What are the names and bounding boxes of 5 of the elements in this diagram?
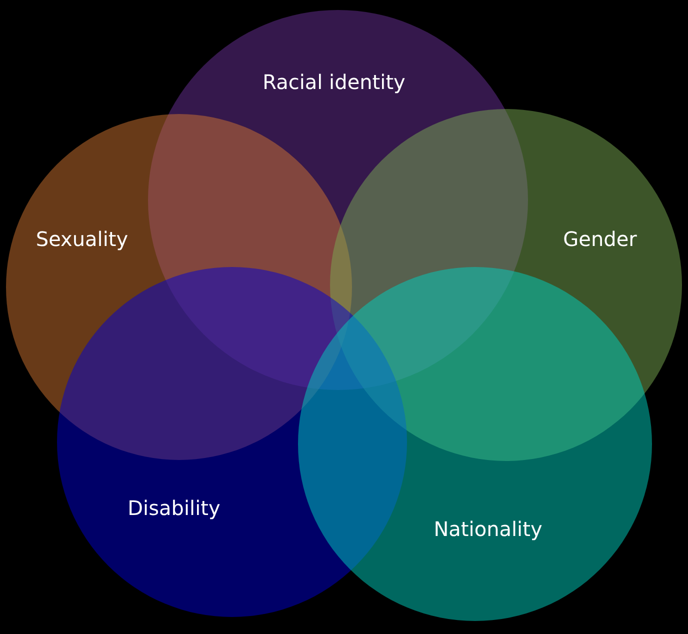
circle-label: Nationality xyxy=(434,517,542,541)
circle-label: Racial identity xyxy=(262,70,406,94)
circle-label: Sexuality xyxy=(36,227,128,251)
circle-label: Disability xyxy=(128,496,220,520)
circle-label: Gender xyxy=(563,227,637,251)
